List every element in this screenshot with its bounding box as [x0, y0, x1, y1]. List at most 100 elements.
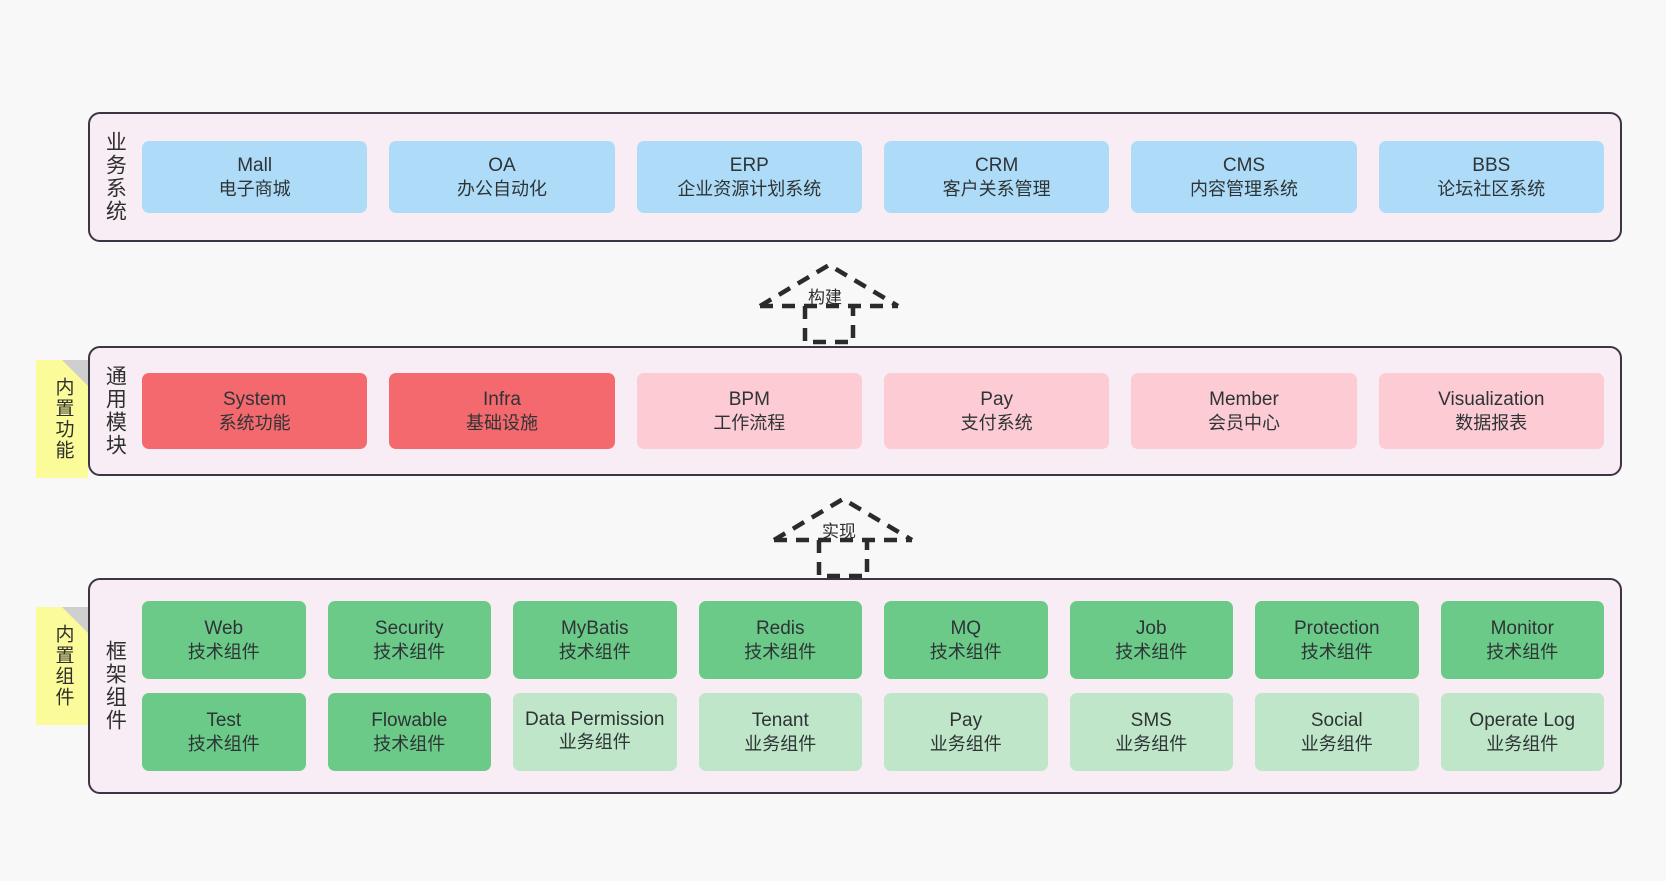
node-title: OA	[488, 155, 516, 177]
sticky-note-label: 内置功能	[52, 377, 74, 461]
generalization-arrow-icon	[772, 496, 914, 579]
node-row: Test 技术组件 Flowable 技术组件 Data Permission …	[142, 693, 1604, 771]
node-mall[interactable]: Mall 电子商城	[142, 141, 368, 213]
node-subtitle: 数据报表	[1455, 412, 1528, 433]
node-bbs[interactable]: BBS 论坛社区系统	[1378, 141, 1604, 213]
layer-body-business-system: Mall 电子商城 OA 办公自动化 ERP 企业资源计划系统 CRM 客户关系…	[138, 114, 1620, 240]
generalization-arrow-icon	[758, 262, 900, 345]
node-subtitle: 技术组件	[187, 733, 260, 754]
node-test[interactable]: Test 技术组件	[142, 693, 306, 771]
layer-framework-component: 框架组件 Web 技术组件 Security 技术组件 MyBatis 技术组件…	[88, 578, 1622, 794]
node-subtitle: 业务组件	[558, 732, 631, 753]
node-title: Operate Log	[1469, 710, 1576, 732]
node-pay[interactable]: Pay 支付系统	[883, 373, 1110, 449]
node-job[interactable]: Job 技术组件	[1069, 601, 1233, 679]
node-title: SMS	[1130, 710, 1172, 732]
node-title: Tenant	[751, 710, 809, 732]
node-title: BBS	[1472, 155, 1511, 177]
node-subtitle: 技术组件	[373, 641, 446, 662]
node-subtitle: 客户关系管理	[942, 178, 1051, 199]
node-title: MyBatis	[560, 618, 629, 640]
node-social[interactable]: Social 业务组件	[1255, 693, 1419, 771]
node-infra[interactable]: Infra 基础设施	[389, 373, 615, 449]
node-monitor[interactable]: Monitor 技术组件	[1440, 601, 1604, 679]
node-subtitle: 技术组件	[187, 641, 260, 662]
node-title: Flowable	[371, 710, 448, 732]
node-subtitle: 工作流程	[713, 412, 786, 433]
node-bpm[interactable]: BPM 工作流程	[636, 373, 862, 449]
node-title: CRM	[975, 155, 1019, 177]
node-subtitle: 系统功能	[218, 412, 291, 433]
node-protection[interactable]: Protection 技术组件	[1255, 601, 1419, 679]
layer-body-framework-component: Web 技术组件 Security 技术组件 MyBatis 技术组件 Redi…	[138, 580, 1620, 792]
node-subtitle: 技术组件	[558, 641, 631, 662]
connector-label-build: 构建	[808, 288, 842, 307]
node-pay-component[interactable]: Pay 业务组件	[884, 693, 1048, 771]
node-cms[interactable]: CMS 内容管理系统	[1131, 141, 1357, 213]
node-flowable[interactable]: Flowable 技术组件	[327, 693, 491, 771]
connector-label-implement: 实现	[822, 522, 856, 541]
node-subtitle: 内容管理系统	[1189, 178, 1298, 199]
node-subtitle: 电子商城	[218, 178, 291, 199]
node-subtitle: 技术组件	[744, 641, 817, 662]
node-subtitle: 业务组件	[744, 733, 817, 754]
node-data-permission[interactable]: Data Permission 业务组件	[513, 693, 677, 771]
node-title: Monitor	[1490, 618, 1554, 640]
sticky-fold-corner-icon	[62, 360, 88, 386]
node-title: Job	[1135, 618, 1167, 640]
layer-title-common-module: 通用模块	[103, 365, 127, 457]
node-title: Visualization	[1438, 389, 1545, 411]
node-subtitle: 技术组件	[1486, 641, 1559, 662]
node-mq[interactable]: MQ 技术组件	[884, 601, 1048, 679]
connector-build: 构建	[756, 262, 902, 345]
node-tenant[interactable]: Tenant 业务组件	[698, 693, 862, 771]
node-member[interactable]: Member 会员中心	[1131, 373, 1357, 449]
node-row: System 系统功能 Infra 基础设施 BPM 工作流程 Pay 支付系统…	[142, 373, 1604, 449]
layer-title-business-system: 业务系统	[103, 131, 127, 223]
node-title: Test	[206, 710, 242, 732]
node-title: Member	[1209, 389, 1279, 411]
node-crm[interactable]: CRM 客户关系管理	[883, 141, 1110, 213]
layer-title-framework-component: 框架组件	[103, 640, 127, 732]
node-title: BPM	[728, 389, 770, 411]
node-subtitle: 技术组件	[1115, 641, 1188, 662]
layer-body-common-module: System 系统功能 Infra 基础设施 BPM 工作流程 Pay 支付系统…	[138, 348, 1620, 474]
node-mybatis[interactable]: MyBatis 技术组件	[513, 601, 677, 679]
node-subtitle: 技术组件	[929, 641, 1002, 662]
node-title: Pay	[980, 389, 1014, 411]
node-system[interactable]: System 系统功能	[142, 373, 368, 449]
node-oa[interactable]: OA 办公自动化	[389, 141, 615, 213]
node-visualization[interactable]: Visualization 数据报表	[1378, 373, 1604, 449]
node-sms[interactable]: SMS 业务组件	[1069, 693, 1233, 771]
sticky-note-builtin-component: 内置组件	[36, 607, 88, 725]
node-operate-log[interactable]: Operate Log 业务组件	[1440, 693, 1604, 771]
node-erp[interactable]: ERP 企业资源计划系统	[636, 141, 862, 213]
node-subtitle: 办公自动化	[456, 178, 547, 199]
sticky-fold-corner-icon	[62, 607, 88, 633]
node-title: Web	[204, 618, 244, 640]
node-row: Mall 电子商城 OA 办公自动化 ERP 企业资源计划系统 CRM 客户关系…	[142, 141, 1604, 213]
node-subtitle: 支付系统	[960, 412, 1033, 433]
node-title: Redis	[755, 618, 805, 640]
node-subtitle: 业务组件	[929, 733, 1002, 754]
node-subtitle: 业务组件	[1115, 733, 1188, 754]
node-subtitle: 技术组件	[373, 733, 446, 754]
node-title: Social	[1310, 710, 1363, 732]
node-title: CMS	[1222, 155, 1266, 177]
node-subtitle: 基础设施	[465, 412, 538, 433]
sticky-note-builtin-function: 内置功能	[36, 360, 88, 478]
node-security[interactable]: Security 技术组件	[327, 601, 491, 679]
node-title: MQ	[950, 618, 982, 640]
node-title: Protection	[1293, 618, 1380, 640]
node-title: ERP	[729, 155, 769, 177]
node-title: Pay	[949, 710, 983, 732]
node-title: Security	[374, 618, 444, 640]
node-title: System	[222, 389, 287, 411]
node-title: Data Permission	[525, 709, 665, 731]
node-web[interactable]: Web 技术组件	[142, 601, 306, 679]
layer-common-module: 通用模块 System 系统功能 Infra 基础设施 BPM 工作流程 Pay…	[88, 346, 1622, 476]
node-subtitle: 技术组件	[1300, 641, 1373, 662]
node-title: Mall	[237, 155, 273, 177]
node-redis[interactable]: Redis 技术组件	[698, 601, 862, 679]
